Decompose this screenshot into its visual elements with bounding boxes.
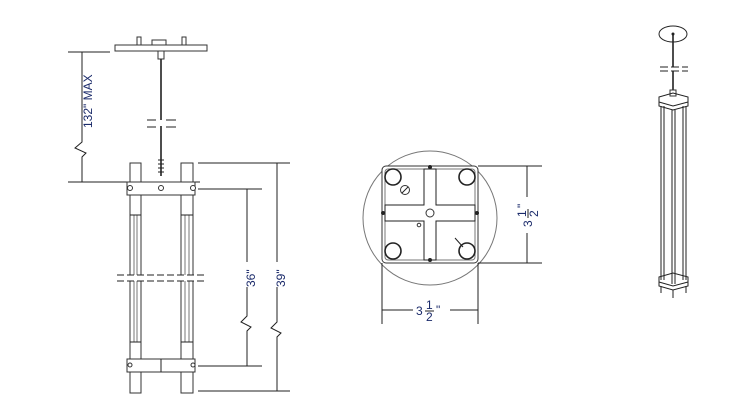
depth-dimension: 3 1 2 ": [478, 165, 542, 264]
overall-drop-dimension: 132" MAX: [68, 51, 200, 183]
width-label-unit: ": [436, 303, 440, 317]
width-dimension: 3 1 2 ": [381, 263, 479, 324]
overall-drop-label: 132" MAX: [81, 74, 95, 128]
fixture-body: [115, 162, 206, 394]
top-view: 3 1 2 " 3 1 2 ": [362, 150, 542, 324]
body-height-label: 36": [244, 269, 258, 287]
width-label-numerator: 1: [426, 298, 433, 312]
front-view: 132" MAX: [68, 36, 290, 394]
depth-label-whole: 3: [521, 220, 535, 227]
canopy: [114, 36, 208, 60]
depth-label-numerator: 1: [515, 210, 529, 217]
fixture-height-dimension: 39": [198, 162, 290, 392]
fixture-height-label: 39": [274, 269, 288, 287]
body-height-dimension: 36": [198, 188, 262, 367]
canopy-outline: [362, 150, 498, 286]
iso-view: [658, 25, 689, 298]
body-break-symbol: [115, 274, 206, 282]
depth-label-denominator: 2: [527, 210, 541, 217]
depth-label-unit: ": [515, 204, 529, 208]
width-label-denominator: 2: [426, 310, 433, 324]
cord-break-symbol: [147, 119, 176, 128]
width-label-whole: 3: [416, 304, 423, 318]
